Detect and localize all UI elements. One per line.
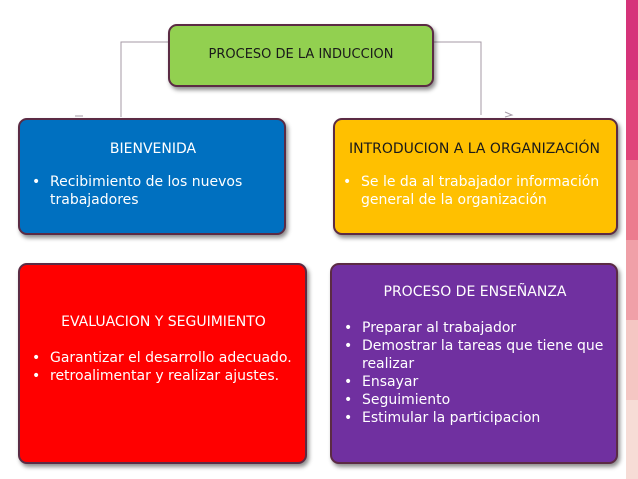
ensenanza-list: Preparar al trabajador Demostrar la tare… xyxy=(344,319,606,427)
evaluacion-list: Garantizar el desarrollo adecuado. retro… xyxy=(32,349,295,385)
stripe-segment xyxy=(626,0,638,80)
list-item: Ensayar xyxy=(344,373,606,391)
introducion-box: INTRODUCION A LA ORGANIZACIÓN Se le da a… xyxy=(333,118,618,235)
connector-right xyxy=(434,41,482,115)
list-item: Estimular la participacion xyxy=(344,409,606,427)
list-item: Demostrar la tareas que tiene que realiz… xyxy=(344,337,606,373)
list-item: retroalimentar y realizar ajustes. xyxy=(32,367,295,385)
top-box: PROCESO DE LA INDUCCION xyxy=(168,24,434,87)
arrowhead-right xyxy=(504,111,514,118)
list-item: Recibimiento de los nuevos trabajadores xyxy=(32,173,274,209)
connector-left xyxy=(120,41,168,117)
introducion-list: Se le da al trabajador información gener… xyxy=(343,173,606,209)
introducion-title: INTRODUCION A LA ORGANIZACIÓN xyxy=(348,141,601,157)
list-item: Preparar al trabajador xyxy=(344,319,606,337)
bienvenida-box: BIENVENIDA Recibimiento de los nuevos tr… xyxy=(18,118,286,235)
top-box-title: PROCESO DE LA INDUCCION xyxy=(208,47,394,62)
ensenanza-box: PROCESO DE ENSEÑANZA Preparar al trabaja… xyxy=(330,263,618,464)
bienvenida-title: BIENVENIDA xyxy=(109,141,197,157)
ensenanza-title: PROCESO DE ENSEÑANZA xyxy=(383,284,567,300)
stripe-segment xyxy=(626,240,638,320)
bienvenida-list: Recibimiento de los nuevos trabajadores xyxy=(32,173,274,209)
evaluacion-title: EVALUACION Y SEGUIMIENTO xyxy=(61,314,266,330)
stripe-segment xyxy=(626,400,638,479)
list-item: Se le da al trabajador información gener… xyxy=(343,173,606,209)
list-item: Seguimiento xyxy=(344,391,606,409)
stripe-segment xyxy=(626,80,638,160)
stripe-segment xyxy=(626,320,638,400)
evaluacion-box: EVALUACION Y SEGUIMIENTO Garantizar el d… xyxy=(18,263,307,464)
decorative-stripe xyxy=(626,0,638,479)
list-item: Garantizar el desarrollo adecuado. xyxy=(32,349,295,367)
stripe-segment xyxy=(626,160,638,240)
